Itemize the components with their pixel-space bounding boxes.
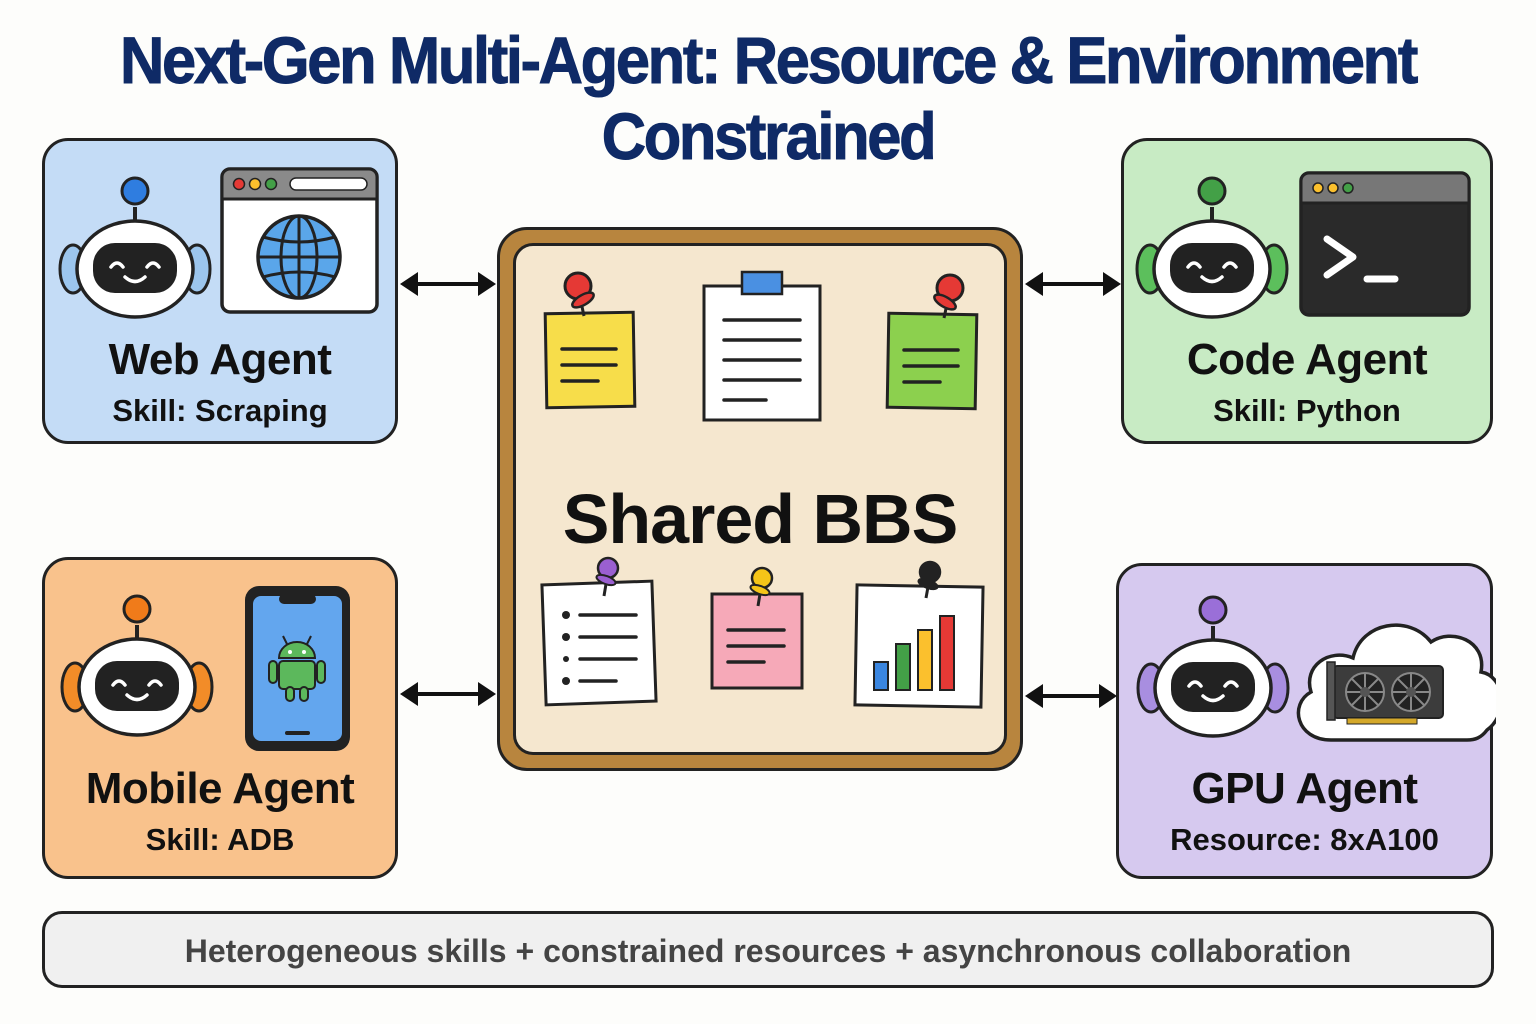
robot-icon (1136, 595, 1290, 738)
arrow-web-board (400, 272, 496, 296)
mobile-agent-icons (60, 586, 350, 751)
board-notes (540, 270, 985, 709)
shared-bbs-board: Shared BBS (497, 227, 1023, 771)
pin-icon (917, 560, 942, 599)
web-agent-name: Web Agent (108, 335, 332, 384)
arrow-code-board (1025, 272, 1121, 296)
robot-icon (60, 594, 214, 737)
code-agent-name: Code Agent (1186, 335, 1428, 384)
gpu-agent-icons (1136, 595, 1496, 742)
bar-chart-note (853, 583, 985, 709)
yellow-note (543, 310, 637, 410)
code-agent-card: Code Agent Skill: Python (1121, 138, 1493, 444)
mobile-agent-skill: Skill: ADB (145, 822, 295, 857)
green-note (885, 311, 979, 411)
pink-note (710, 592, 804, 690)
gpu-agent-name: GPU Agent (1191, 764, 1418, 813)
web-agent-skill: Skill: Scraping (112, 393, 328, 428)
arrow-gpu-board (1025, 684, 1117, 708)
terminal-icon (1299, 171, 1471, 317)
paper-doc (702, 270, 822, 422)
arrow-mobile-board (400, 682, 496, 706)
mobile-agent-card: Mobile Agent Skill: ADB (42, 557, 398, 879)
robot-icon (1135, 176, 1289, 319)
diagram-title: Next-Gen Multi-Agent: Resource & Environ… (120, 23, 1419, 174)
robot-icon (58, 176, 212, 319)
gpu-agent-skill: Resource: 8xA100 (1170, 822, 1439, 857)
pin-icon (933, 273, 965, 319)
code-agent-icons (1135, 171, 1471, 319)
footer-text: Heterogeneous skills + constrained resou… (184, 933, 1352, 969)
android-phone-icon (245, 586, 350, 751)
board-surface: Shared BBS (513, 243, 1007, 755)
pin-icon (749, 566, 774, 607)
gpu-agent-card: GPU Agent Resource: 8xA100 (1116, 563, 1496, 879)
code-agent-skill: Skill: Python (1213, 393, 1401, 428)
web-agent-card: Web Agent Skill: Scraping (42, 138, 398, 444)
footer-banner: Heterogeneous skills + constrained resou… (42, 911, 1494, 988)
pin-icon (563, 271, 595, 317)
cloud-gpu-icon (1296, 623, 1496, 742)
pin-icon (595, 556, 620, 597)
web-agent-icons (58, 167, 379, 319)
board-title: Shared BBS (562, 480, 959, 558)
mobile-agent-name: Mobile Agent (85, 764, 355, 813)
globe-browser-icon (220, 167, 379, 314)
checklist-note (540, 579, 658, 707)
